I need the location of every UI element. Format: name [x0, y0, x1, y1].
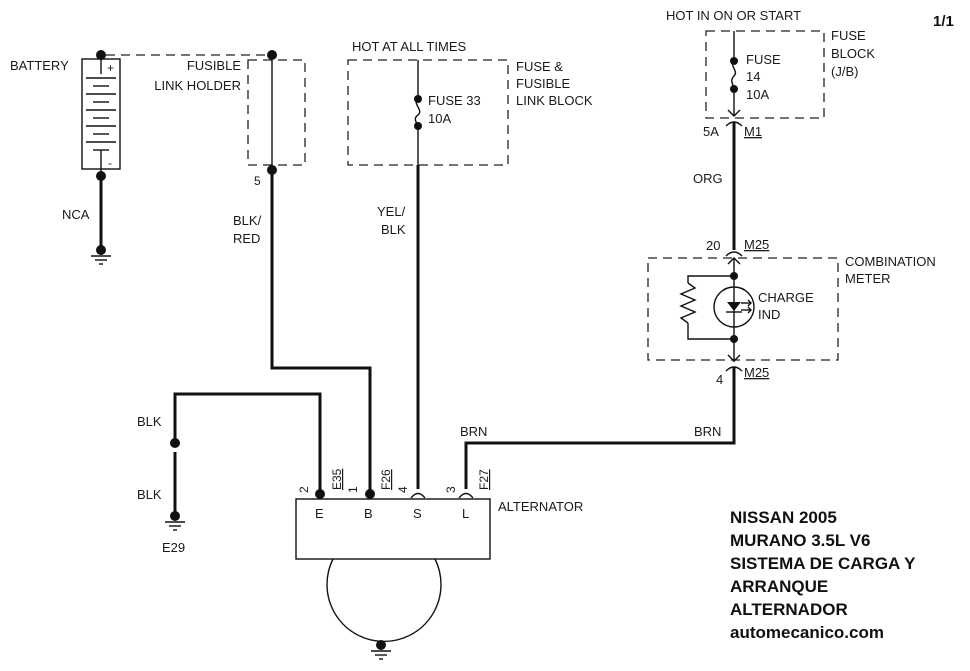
fuse-fusible-link-block: HOT AT ALL TIMES FUSE & FUSIBLE LINK BLO… — [347, 39, 593, 166]
fuse-block-label-1: FUSE & — [516, 59, 563, 74]
wire-label-blk-red-2: RED — [233, 231, 260, 246]
pin-4: 4 — [396, 486, 410, 493]
wire-label-brn-right: BRN — [694, 424, 721, 439]
wire-label-org: ORG — [693, 171, 723, 186]
battery: BATTERY + - — [10, 50, 121, 181]
title-line-1: NISSAN 2005 — [730, 508, 837, 527]
fusible-link-holder: FUSIBLE LINK HOLDER 5 — [154, 50, 306, 188]
page-number: 1/1 — [933, 13, 954, 30]
pin-3: 3 — [444, 486, 458, 493]
fuse33-icon — [414, 98, 421, 127]
hot-in-on-or-start-label: HOT IN ON OR START — [666, 8, 801, 23]
resistor-icon — [679, 282, 697, 324]
generator-circle — [326, 558, 442, 643]
terminal-l: L — [462, 506, 469, 521]
fuse14-block-box — [705, 30, 825, 119]
pin-2: 2 — [297, 486, 311, 493]
wire-label-yel-blk-1: YEL/ — [377, 204, 406, 219]
wire-label-nca: NCA — [62, 207, 90, 222]
ground-icon — [165, 511, 185, 531]
title-line-6: automecanico.com — [730, 623, 884, 642]
title-line-3: SISTEMA DE CARGA Y — [730, 554, 916, 573]
connector-female-icon — [458, 492, 474, 499]
charge-ind-label-1: CHARGE — [758, 290, 814, 305]
fuse-block-jb: HOT IN ON OR START FUSE BLOCK (J/B) FUSE… — [666, 8, 875, 139]
terminal-b: B — [364, 506, 373, 521]
fuse-block-label-2: FUSIBLE — [516, 76, 571, 91]
fuse14-name: FUSE — [746, 52, 781, 67]
wire-label-yel-blk-2: BLK — [381, 222, 406, 237]
connector-m1: M1 — [744, 124, 762, 139]
hot-at-all-times-label: HOT AT ALL TIMES — [352, 39, 466, 54]
fuse-block-label-3: LINK BLOCK — [516, 93, 593, 108]
meter-bottom-connector: M25 — [744, 365, 769, 380]
fusible-link-holder-box — [247, 59, 306, 166]
battery-positive-terminal — [96, 50, 106, 60]
combination-meter-label-2: METER — [845, 271, 891, 286]
connector-female-icon — [410, 492, 426, 499]
connector-male-icon — [727, 354, 741, 362]
terminal-s: S — [413, 506, 422, 521]
charge-ind-label-2: IND — [758, 307, 780, 322]
connector-male-icon — [727, 109, 741, 117]
wire-label-blk-upper: BLK — [137, 414, 162, 429]
fusible-link-holder-label-1: FUSIBLE — [187, 58, 242, 73]
connector-f27: F27 — [477, 469, 491, 490]
ground-e29-label: E29 — [162, 540, 185, 555]
splice-point — [170, 438, 180, 448]
fuse14-rating: 10A — [746, 87, 769, 102]
meter-top-pin: 20 — [706, 238, 720, 253]
wire-blk-upper — [173, 392, 322, 493]
wire-label-blk-lower: BLK — [137, 487, 162, 502]
fusible-link-pin-5: 5 — [254, 174, 261, 188]
connector-female-icon — [725, 251, 743, 257]
battery-label: BATTERY — [10, 58, 69, 73]
wire-brn — [464, 367, 736, 489]
terminal-e: E — [315, 506, 324, 521]
meter-top-connector: M25 — [744, 237, 769, 252]
title-block: NISSAN 2005 MURANO 3.5L V6 SISTEMA DE CA… — [730, 508, 916, 642]
connector-e35: E35 — [330, 468, 344, 490]
charge-indicator-lamp — [713, 286, 755, 328]
title-line-4: ARRANQUE — [730, 577, 828, 596]
ground-icon — [371, 640, 391, 660]
alternator-body — [295, 498, 491, 560]
jb-label-1: FUSE — [831, 28, 866, 43]
fuse14-number: 14 — [746, 69, 760, 84]
fuse33-block-box — [347, 59, 509, 166]
wire-blk-red — [270, 170, 372, 493]
pin-1: 1 — [346, 486, 360, 493]
fuse33-name: FUSE 33 — [428, 93, 481, 108]
wire-label-blk-red-1: BLK/ — [233, 213, 262, 228]
alternator-label: ALTERNATOR — [498, 499, 583, 514]
fuse14-pin-5a: 5A — [703, 124, 719, 139]
jb-label-3: (J/B) — [831, 64, 858, 79]
connector-f26: F26 — [379, 469, 393, 490]
ground-icon — [91, 245, 111, 265]
meter-bottom-pin: 4 — [716, 372, 723, 387]
combination-meter-box — [647, 257, 839, 361]
title-line-5: ALTERNADOR — [730, 600, 848, 619]
led-icon — [727, 302, 741, 311]
combination-meter-label-1: COMBINATION — [845, 254, 936, 269]
wire-label-brn-left: BRN — [460, 424, 487, 439]
alternator: ALTERNATOR E B S L 2 E35 1 F26 4 3 F27 — [295, 468, 583, 660]
fusible-link-holder-label-2: LINK HOLDER — [154, 78, 241, 93]
fuse33-rating: 10A — [428, 111, 451, 126]
jb-label-2: BLOCK — [831, 46, 875, 61]
battery-plus-sign: + — [107, 61, 114, 75]
battery-minus-sign: - — [108, 156, 112, 170]
fuse14-icon — [731, 60, 737, 90]
combination-meter: 20 M25 COMBINATION METER CHARGE IND 4 M2… — [647, 237, 936, 387]
title-line-2: MURANO 3.5L V6 — [730, 531, 870, 550]
